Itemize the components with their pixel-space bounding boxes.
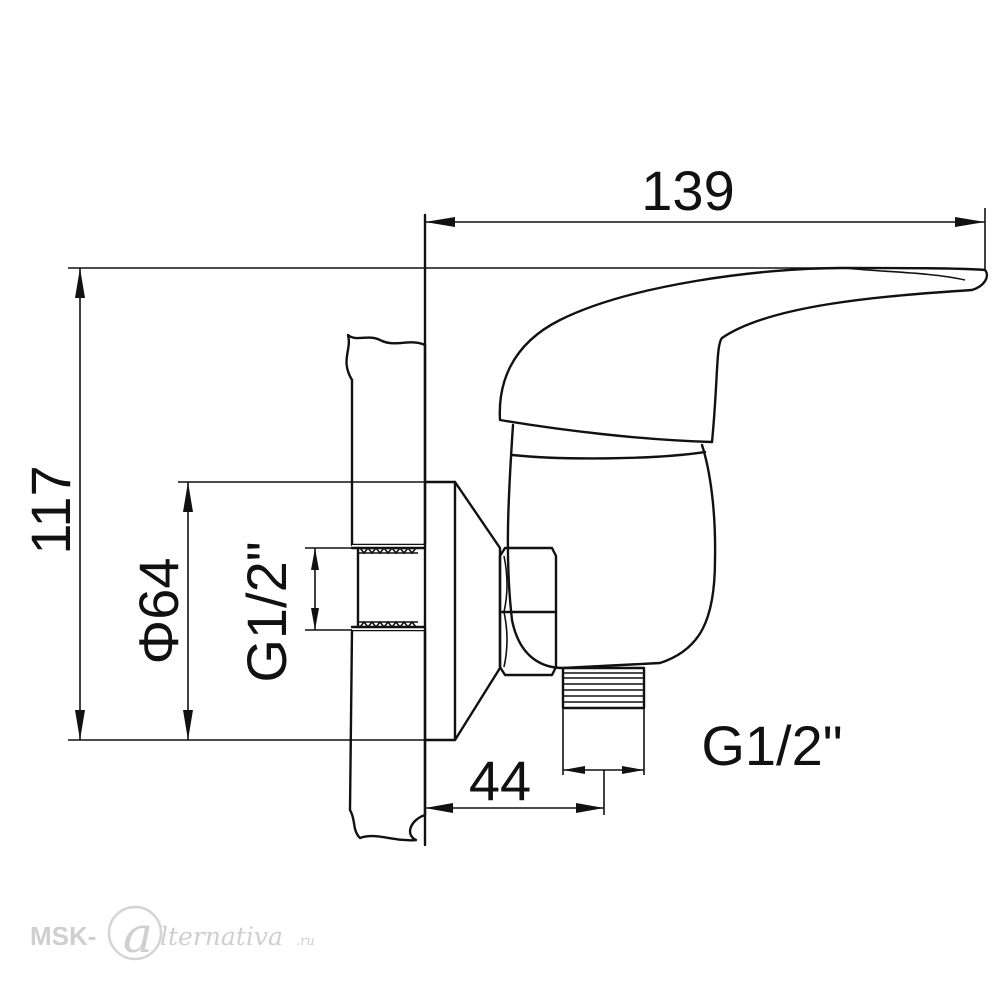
watermark-suffix: lternativa: [160, 922, 283, 951]
dimension-inlet-thread-label: G1/2": [235, 541, 298, 682]
watermark-logo: MSK- a lternativa .ru: [30, 905, 315, 964]
dimension-height: 117: [19, 267, 842, 741]
dimension-outlet-offset: 44: [425, 749, 605, 815]
escutcheon-flange: [423, 480, 502, 742]
dimension-height-label: 117: [19, 465, 82, 554]
dimension-outlet-offset-label: 44: [469, 749, 531, 812]
lever-handle: [498, 266, 989, 444]
dimension-inlet-thread: G1/2": [235, 541, 352, 683]
watermark-letter: a: [123, 906, 153, 964]
hex-nut: [498, 546, 558, 677]
dimension-flange-diameter: Φ64: [127, 481, 455, 740]
dimension-outlet-thread-label: G1/2": [701, 714, 842, 777]
watermark-prefix: MSK-: [30, 921, 96, 951]
dimension-flange-diameter-label: Φ64: [127, 558, 190, 665]
dimension-width-label: 139: [641, 159, 734, 222]
dimension-outlet-thread: G1/2": [563, 714, 843, 777]
watermark-domain: .ru: [296, 934, 315, 949]
dimension-width: 139: [425, 159, 986, 270]
wall-section: [345, 333, 427, 842]
watermark-ring: [107, 905, 163, 961]
mixer-body: [506, 423, 717, 670]
outlet-nipple: [561, 666, 646, 775]
inlet-thread-marks: [358, 546, 418, 629]
